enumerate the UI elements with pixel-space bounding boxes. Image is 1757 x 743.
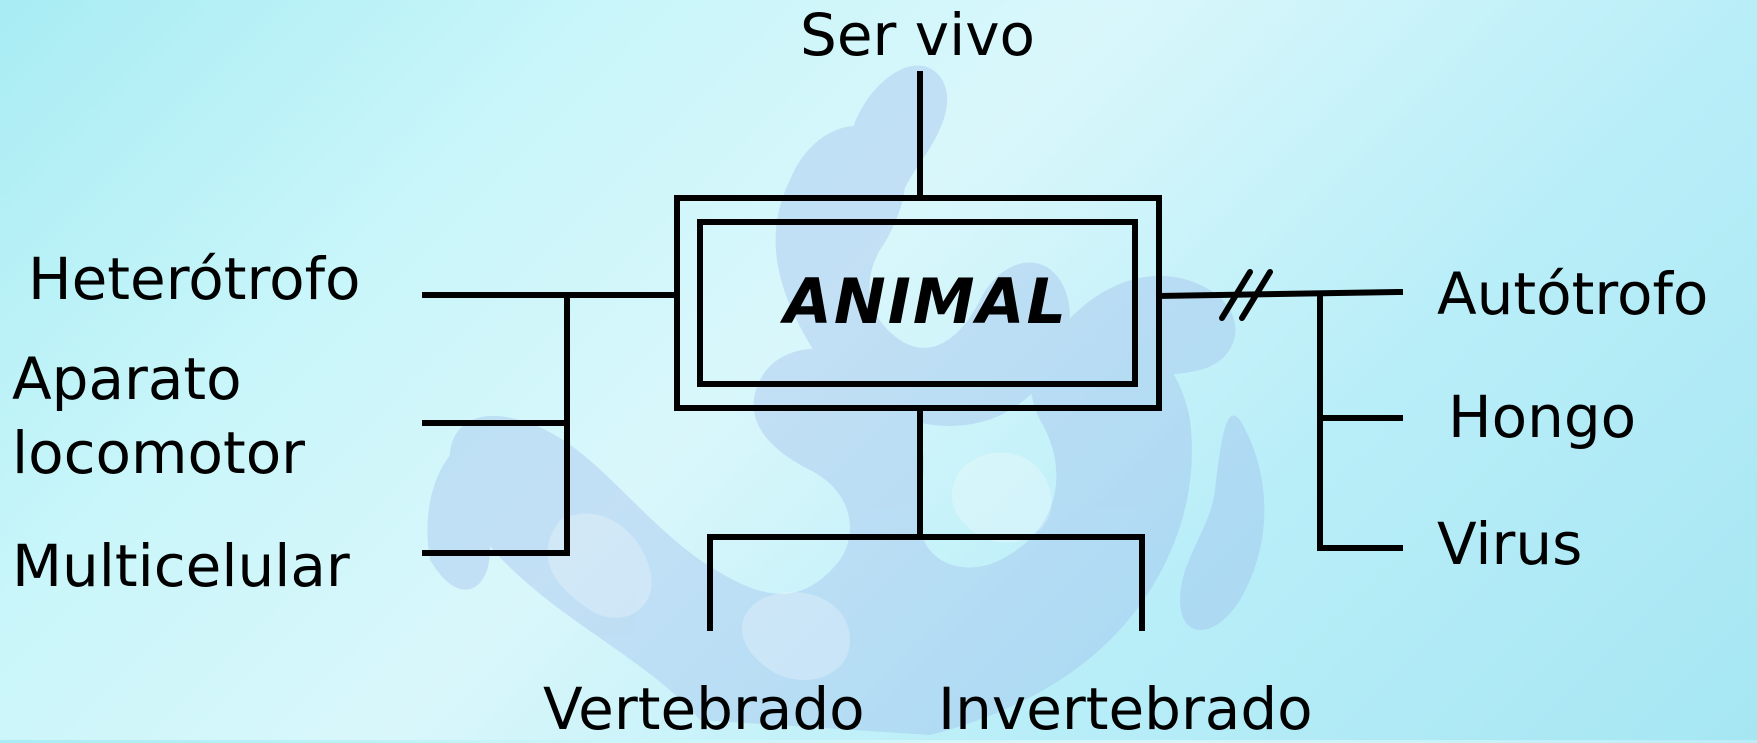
top-label: Ser vivo	[800, 1, 1036, 69]
left-item-multicelular: Multicelular	[12, 532, 350, 600]
bottom-item-vertebrado: Vertebrado	[543, 675, 865, 743]
right-item-autotrofo: Autótrofo	[1437, 260, 1709, 328]
right-item-hongo: Hongo	[1448, 383, 1637, 451]
center-box-inner	[697, 219, 1138, 387]
left-item-heterotrofo: Heterótrofo	[28, 245, 361, 313]
connector-right-main	[1155, 288, 1404, 300]
bottom-item-invertebrado: Invertebrado	[938, 675, 1313, 743]
broken-link-icon	[1219, 269, 1273, 321]
center-concept-title: ANIMAL	[783, 264, 1069, 338]
left-item-aparato-locomotor: Aparato locomotor	[12, 345, 306, 487]
right-item-virus: Virus	[1437, 510, 1583, 578]
